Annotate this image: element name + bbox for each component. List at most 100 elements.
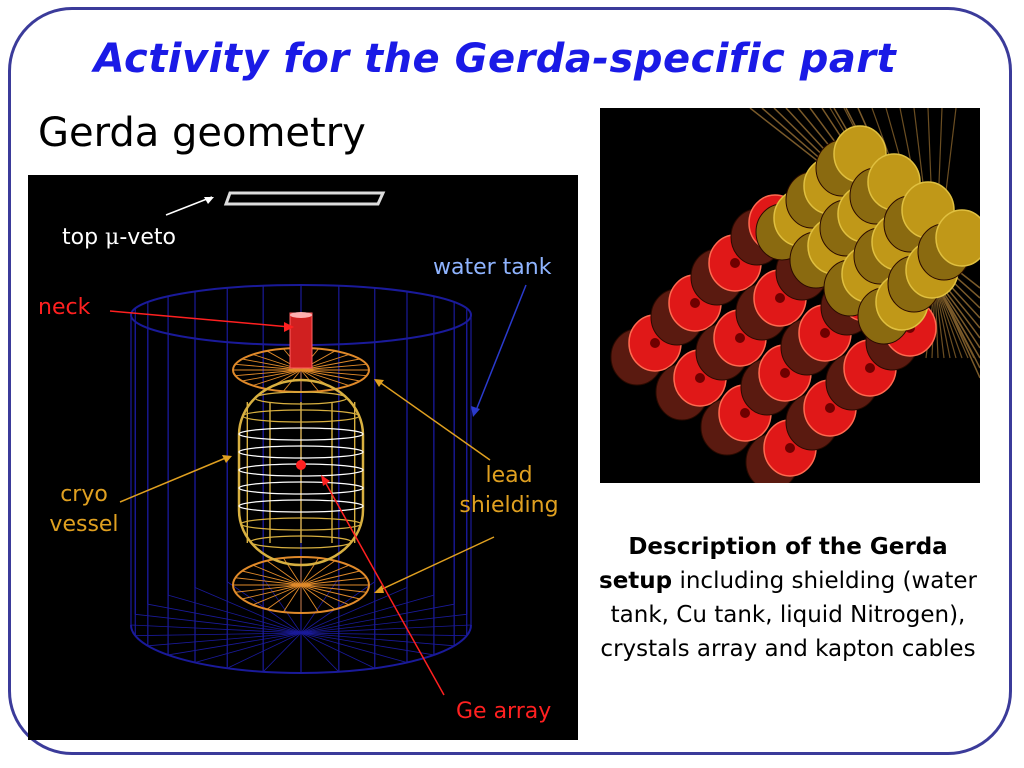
lead-disc-spoke — [300, 369, 360, 382]
lead-disc-spoke — [235, 577, 302, 586]
crystal-face — [935, 209, 980, 267]
crystal-bore — [780, 368, 790, 378]
crystal-bore — [740, 408, 750, 418]
lead-disc-spoke — [266, 560, 302, 586]
slide-frame — [8, 7, 1012, 755]
neck-top — [290, 312, 312, 318]
top-veto-arrow — [165, 196, 213, 216]
lead-disc-spoke — [300, 577, 367, 586]
cryo-ring — [249, 535, 353, 549]
crystal-bore — [730, 258, 740, 268]
lead-disc-spoke — [300, 584, 360, 600]
crystal-bore — [865, 363, 875, 373]
lead-disc-spoke — [235, 584, 302, 593]
tank-bottom-spoke — [300, 632, 467, 637]
tank-bottom-spoke — [300, 632, 375, 669]
top-veto-plate — [223, 191, 386, 206]
cryo-ring — [238, 445, 364, 459]
water-tank-arrow — [474, 284, 527, 414]
top-veto-label: top μ-veto — [62, 225, 176, 250]
crystal-bore — [775, 293, 785, 303]
ge-array-arrow — [323, 479, 445, 696]
crystal-array-render — [600, 108, 980, 483]
lead-disc-spoke — [235, 363, 302, 371]
cryo-vessel-label: cryo vessel — [49, 482, 119, 537]
tank-bottom-spoke — [300, 587, 408, 634]
tank-bottom-spoke — [300, 613, 467, 634]
lead-disc-spoke — [252, 564, 302, 586]
tank-bottom-spoke — [300, 581, 375, 634]
lead-disc-spoke — [300, 584, 319, 613]
crystal-bore — [690, 298, 700, 308]
tank-bottom-spoke — [147, 603, 302, 634]
lead-disc-spoke — [242, 570, 302, 586]
top-veto-arrowhead — [204, 197, 214, 204]
crystal-bore — [820, 328, 830, 338]
tank-bottom-spoke — [300, 632, 340, 673]
tank-bottom-spoke — [227, 581, 302, 634]
tank-bottom-spoke — [300, 632, 434, 656]
tank-bottom-spoke — [300, 632, 408, 663]
lead-disc-spoke — [300, 560, 336, 586]
crystal-cylinders — [610, 125, 980, 483]
tank-bottom-spoke — [300, 577, 340, 634]
crystal-bore — [825, 403, 835, 413]
cryo-ring — [238, 427, 364, 441]
neck-cylinder — [289, 312, 313, 369]
tank-bottom-spoke — [300, 603, 455, 634]
crystal-bore — [735, 333, 745, 343]
lead-disc-spoke — [252, 584, 302, 606]
crystal-array-drawing — [610, 108, 980, 483]
water-tank-arrowhead — [471, 406, 480, 417]
tank-bottom-spoke — [300, 624, 472, 634]
tank-bottom-spoke — [130, 624, 302, 634]
cryo-outline — [237, 378, 365, 567]
water-tank-label: water tank — [433, 255, 552, 280]
lead-disc-spoke — [266, 584, 302, 610]
tank-bottom-spoke — [262, 577, 302, 634]
tank-bottom-spoke — [227, 632, 302, 669]
lead-arrowhead-lower — [374, 585, 384, 593]
tank-bottom-spoke — [194, 587, 302, 634]
lead-arrow-lower — [377, 536, 495, 592]
lead-disc-spoke — [242, 584, 302, 600]
lead-disc-spoke — [242, 369, 302, 382]
cryo-vessel-wireframe — [237, 378, 365, 567]
cryo-ring — [238, 481, 364, 495]
crystal-bore — [785, 443, 795, 453]
slide-subtitle: Gerda geometry — [38, 110, 366, 156]
cryo-ring — [242, 409, 360, 423]
tank-bottom-spoke — [135, 613, 302, 634]
tank-bottom-spoke — [168, 632, 302, 656]
lead-disc-spoke — [300, 369, 367, 377]
cryo-arrowhead — [222, 455, 232, 463]
tank-bottom-spoke — [194, 632, 302, 663]
cryo-arrow — [119, 456, 229, 503]
neck-label: neck — [38, 295, 91, 320]
ge-array-marker — [296, 460, 306, 470]
lead-disc-spoke — [252, 369, 302, 386]
lead-arrowhead-upper — [374, 379, 384, 387]
tank-bottom-spoke — [300, 594, 435, 634]
lead-disc-spoke — [300, 570, 360, 586]
lead-disc-spoke — [300, 363, 367, 371]
tank-bottom-spoke — [300, 632, 455, 647]
neck-arrowhead — [284, 322, 294, 332]
cryo-ring — [238, 499, 364, 513]
lead-disc-spoke — [283, 584, 302, 613]
tank-bottom-spoke — [262, 632, 302, 673]
lead-disc-spoke — [235, 369, 302, 377]
lead-arrow-upper — [377, 380, 491, 461]
cryo-ring — [240, 517, 362, 531]
tank-bottom-spoke — [135, 632, 302, 637]
geometry-drawing — [109, 191, 527, 696]
slide-title: Activity for the Gerda-specific part — [93, 36, 897, 82]
tank-bottom-spoke — [167, 594, 302, 634]
ge-array-arrowhead — [321, 475, 330, 486]
lead-disc-spoke — [300, 564, 350, 586]
crystal-bore — [695, 373, 705, 383]
tank-bottom-spoke — [147, 632, 302, 647]
lead-disc-spoke — [300, 584, 350, 606]
gerda-geometry-figure: top μ-veto water tank neck lead shieldin… — [28, 175, 578, 740]
lead-shielding-label: lead shielding — [459, 463, 559, 518]
